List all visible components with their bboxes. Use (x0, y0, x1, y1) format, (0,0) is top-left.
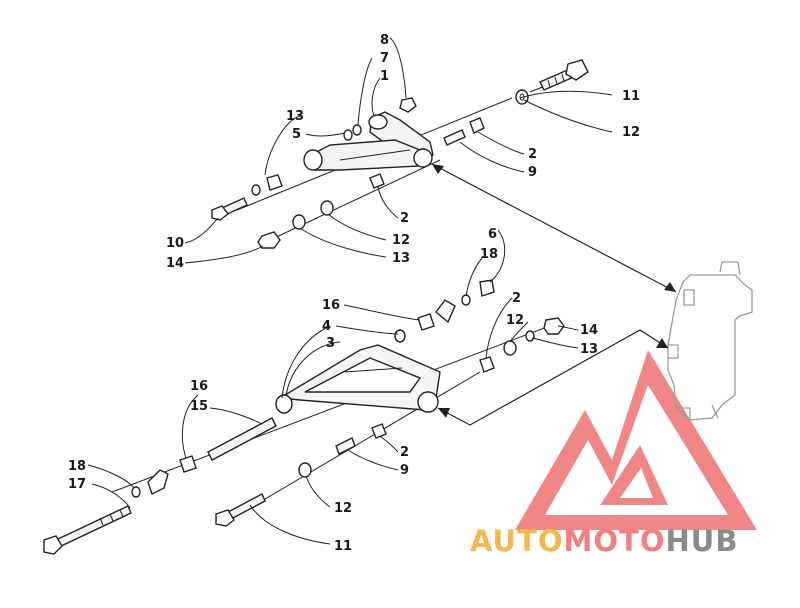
bushing-lower-mid (371, 423, 387, 439)
bushing-lower-right (479, 356, 495, 373)
callout-2-lower-top: 2 (512, 291, 521, 306)
callout-12-upper-mid: 12 (392, 233, 410, 248)
callout-2-top: 2 (528, 147, 537, 162)
bolt-lower-left (43, 505, 132, 555)
bushing-lower-top (417, 313, 435, 331)
nut-upper-top (399, 97, 417, 113)
frame-mount-ghost (667, 261, 753, 421)
callout-1: 1 (380, 69, 389, 84)
upper-a-arm (303, 111, 434, 171)
callout-12-lower: 12 (334, 501, 352, 516)
watermark-wordmark: AUTOMOTOHUB (470, 524, 800, 558)
callout-15: 15 (190, 399, 208, 414)
callout-8: 8 (380, 33, 389, 48)
callout-17: 17 (68, 477, 86, 492)
callout-11-top: 11 (622, 89, 640, 104)
callout-12-top: 12 (622, 125, 640, 140)
callout-5: 5 (292, 127, 301, 142)
callout-13-lower: 13 (580, 342, 598, 357)
logo-inner-mark-cut (620, 468, 653, 498)
watermark-word-moto: MOTO (563, 524, 666, 558)
callout-12-lower-top: 12 (506, 313, 524, 328)
callout-4: 4 (322, 319, 331, 334)
callout-18-lower: 18 (68, 459, 86, 474)
callout-11-lower: 11 (334, 539, 352, 554)
upper-a-arm-assembly (211, 59, 589, 249)
washer-upper-mid-a (320, 200, 334, 216)
bracket-lower-top (435, 299, 456, 324)
bolt-lower-bottom (215, 493, 266, 527)
watermark-word-hub: HUB (665, 524, 739, 558)
callout-16-top: 16 (322, 298, 340, 313)
bushing-upper-mid (369, 173, 385, 189)
callout-14-upper: 14 (166, 256, 184, 271)
bolt-upper-right (539, 59, 589, 91)
callout-2-lower-mid: 2 (400, 445, 409, 460)
callout-numbers: 8 7 1 11 13 5 12 2 9 2 10 12 14 13 6 18 … (68, 33, 640, 554)
callout-7: 7 (380, 51, 389, 66)
callout-6: 6 (488, 227, 497, 242)
watermark-logo (515, 350, 757, 530)
callout-9-lower: 9 (400, 463, 409, 478)
callout-10: 10 (166, 236, 184, 251)
bushing-upper-right (469, 117, 485, 134)
callout-2-upper-mid: 2 (400, 211, 409, 226)
callout-16-lower: 16 (190, 379, 208, 394)
mount-arrows (431, 163, 677, 426)
bracket-lower-left (147, 469, 169, 495)
shaft-lower (207, 417, 277, 461)
washer-lower-mid (298, 462, 312, 478)
nut-upper-lower (257, 231, 281, 249)
callout-14-lower: 14 (580, 323, 598, 338)
washer-upper-mid-b (292, 214, 306, 230)
nut-lower-right (543, 317, 565, 335)
sleeve-upper (443, 129, 466, 146)
leader-lines (87, 37, 613, 545)
sleeve-lower (335, 437, 356, 455)
washer-upper-top (352, 124, 362, 136)
bushing-lower-left (179, 455, 197, 473)
lower-a-arm-assembly (43, 279, 565, 555)
callout-9-top: 9 (528, 165, 537, 180)
lower-a-arm (275, 344, 441, 414)
callout-18-top: 18 (480, 247, 498, 262)
bolt-upper-left (211, 197, 248, 221)
watermark-word-auto: AUTO (470, 524, 564, 558)
callout-13-top: 13 (286, 109, 304, 124)
logo-inner-mark (600, 445, 668, 505)
callout-3: 3 (326, 336, 335, 351)
callout-13-upper-mid: 13 (392, 251, 410, 266)
bushing-upper-left (266, 174, 283, 191)
washer-lower-right (503, 340, 517, 356)
logo-inner-cutout (545, 385, 728, 515)
